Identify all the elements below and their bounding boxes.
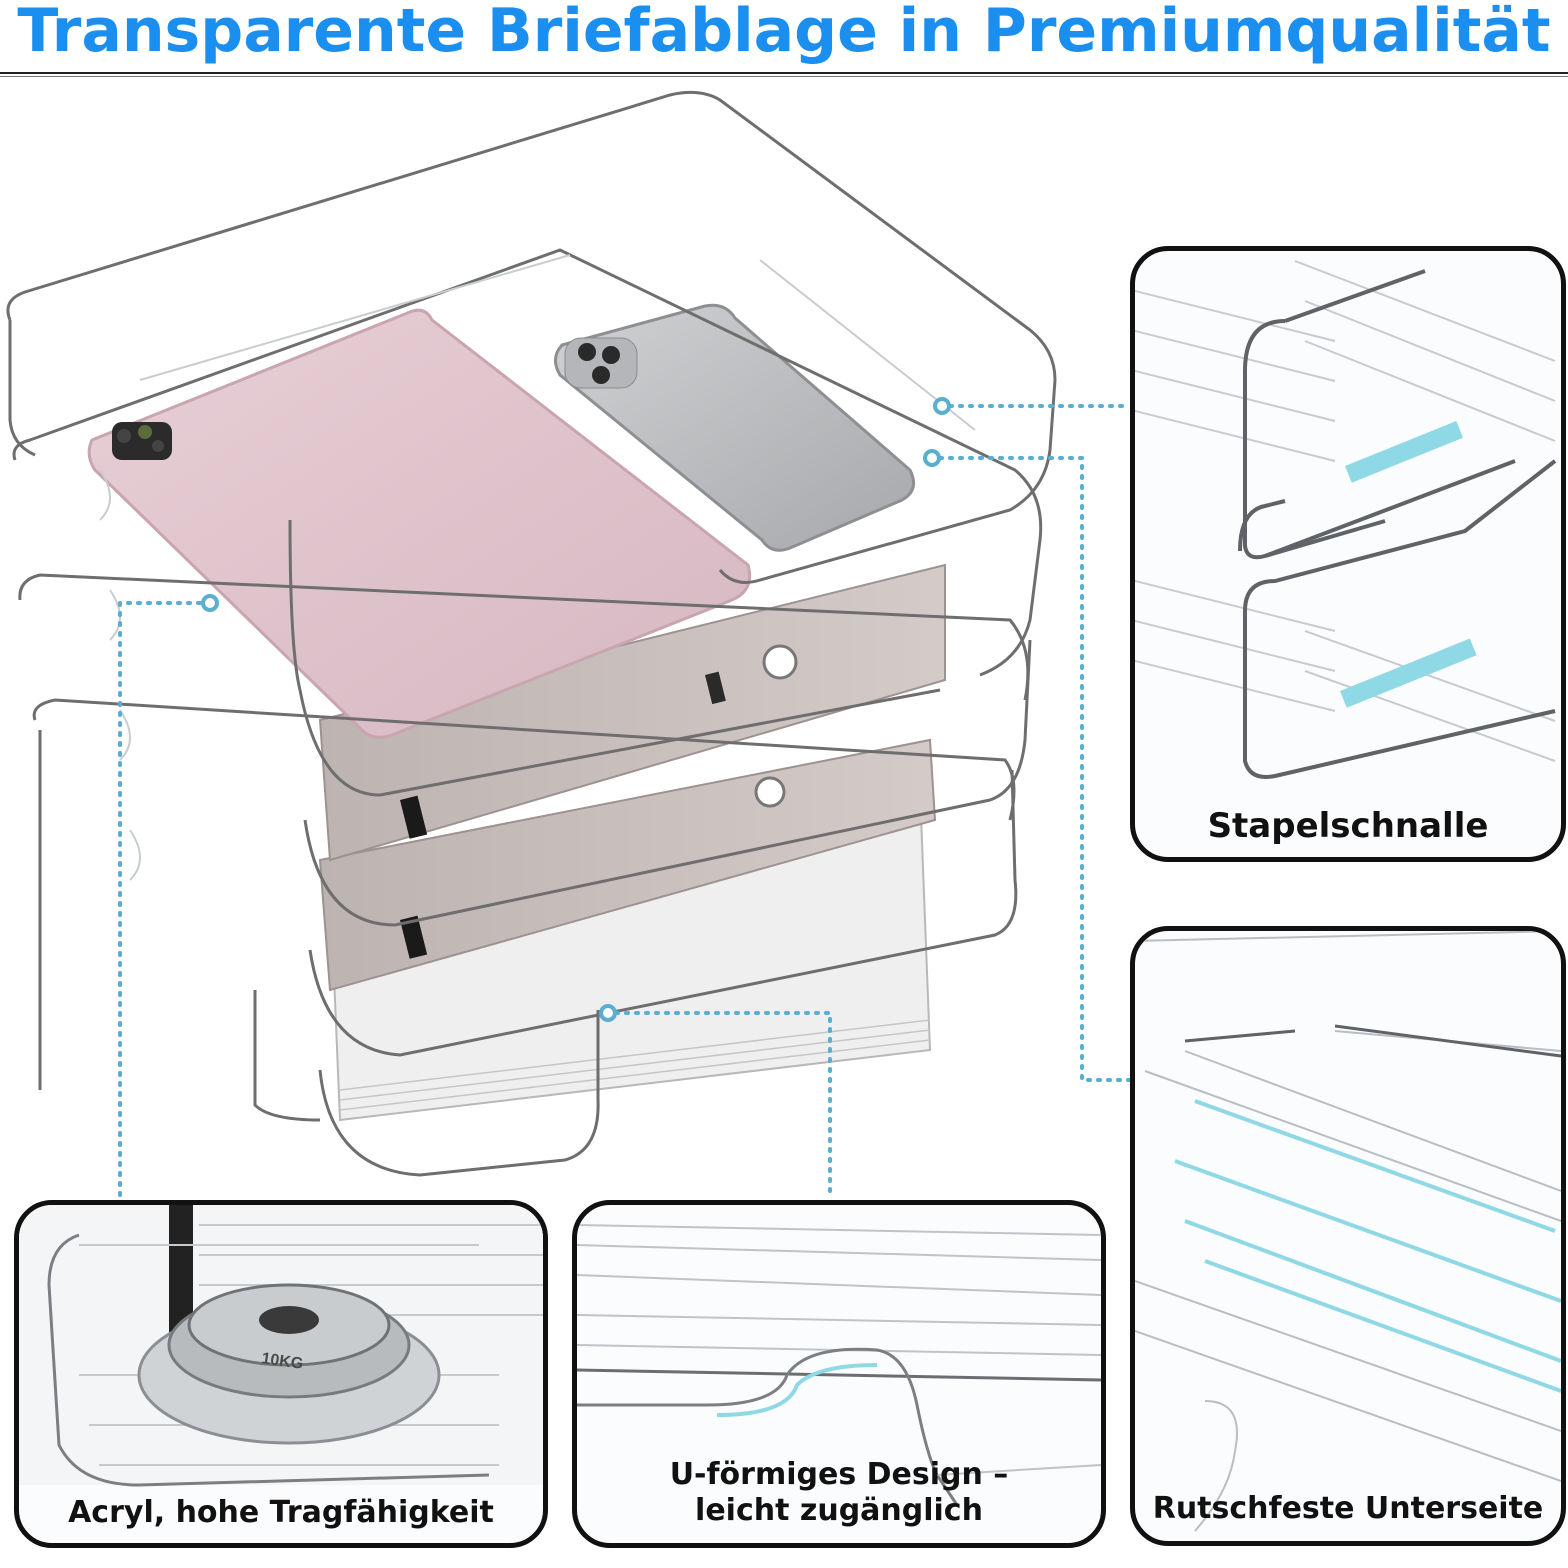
anchor-dot-bottom bbox=[923, 449, 941, 467]
title-divider bbox=[0, 72, 1568, 74]
title-divider-thin bbox=[0, 76, 1568, 77]
caption-acrylic-capacity: Acryl, hohe Tragfähigkeit bbox=[68, 1495, 494, 1530]
clip-highlight-bottom bbox=[1340, 638, 1477, 708]
callout-stack-clip: Stapelschnalle bbox=[1130, 246, 1566, 862]
caption-u-shape-line2: leicht zugänglich bbox=[695, 1493, 983, 1528]
phone bbox=[554, 303, 916, 552]
caption-stack-clip: Stapelschnalle bbox=[1207, 806, 1489, 846]
u-shape-detail bbox=[577, 1224, 1101, 1506]
weight-plate bbox=[137, 1283, 441, 1445]
callout-non-slip-bottom: Rutschfeste Unterseite bbox=[1130, 926, 1566, 1546]
stacked-tray-illustration bbox=[6, 90, 1057, 1177]
tablet bbox=[87, 308, 752, 739]
caption-u-shape-line1: U-förmiges Design – bbox=[669, 1457, 1009, 1492]
caption-non-slip-bottom: Rutschfeste Unterseite bbox=[1152, 1491, 1544, 1526]
weight-label: 10KG bbox=[260, 1350, 304, 1373]
anchor-dot-ushape bbox=[599, 1004, 617, 1022]
page-title: Transparente Briefablage in Premiumquali… bbox=[17, 0, 1551, 66]
stack-clip-detail bbox=[1135, 260, 1557, 779]
anchor-dot-capacity bbox=[201, 594, 219, 612]
anchor-dot-clip bbox=[933, 397, 951, 415]
binder-lower bbox=[318, 738, 937, 992]
callout-acrylic-capacity: 10KG Acryl, hohe Tragfähigkeit bbox=[14, 1200, 548, 1548]
callout-u-shape: U-förmiges Design – leicht zugänglich bbox=[572, 1200, 1106, 1548]
capacity-detail: 10KG bbox=[19, 1205, 543, 1487]
clip-highlight-top bbox=[1345, 421, 1464, 483]
non-slip-detail bbox=[1135, 931, 1561, 1532]
